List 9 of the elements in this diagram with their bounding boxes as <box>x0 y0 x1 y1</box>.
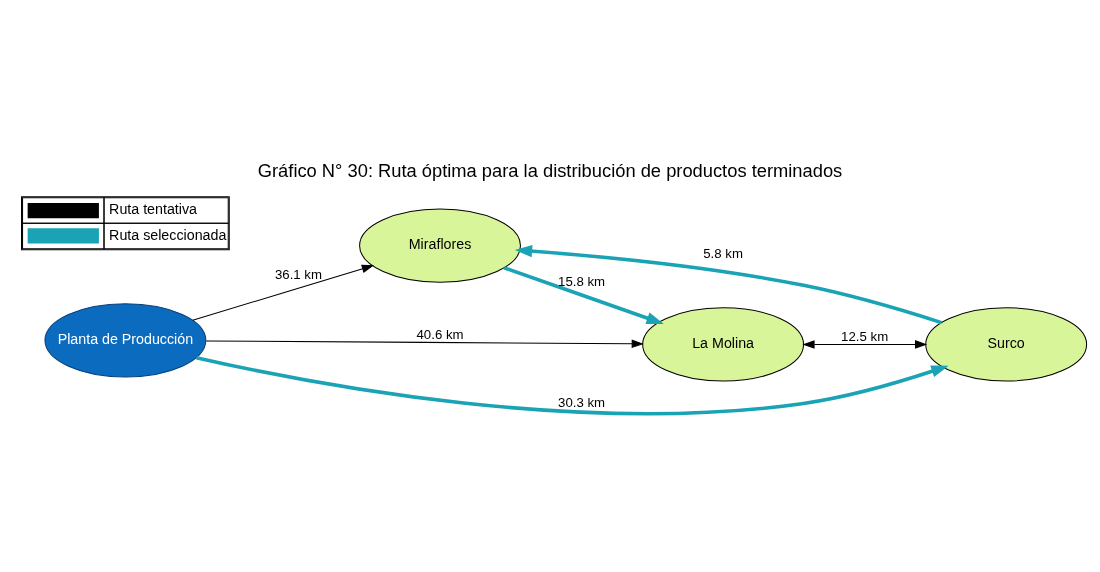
legend-label: Ruta seleccionada <box>109 226 227 243</box>
legend-label: Ruta tentativa <box>109 201 198 218</box>
diagram-title: Gráfico N° 30: Ruta óptima para la distribución de productos terminados <box>257 159 843 181</box>
edge-label: 5.8 km <box>703 246 743 262</box>
edge-label: 15.8 km <box>558 273 606 289</box>
edge-label: 36.1 km <box>274 266 323 282</box>
edge-label: 30.3 km <box>558 394 606 410</box>
edge-label: 12.5 km <box>841 328 889 344</box>
edge-label: 40.6 km <box>416 326 464 342</box>
